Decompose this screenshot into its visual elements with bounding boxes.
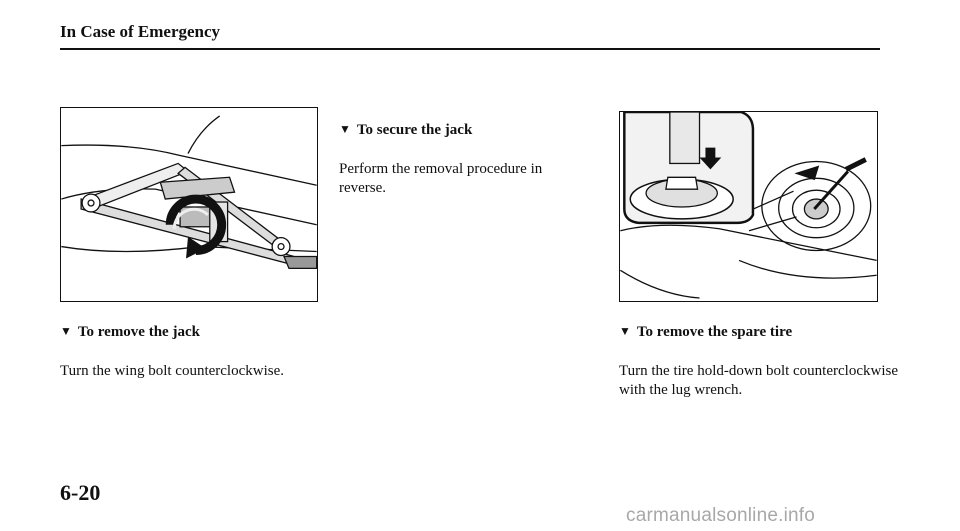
header-rule [60,48,880,50]
jack-illustration [60,107,318,302]
section-heading-text: To remove the spare tire [636,324,793,340]
section-text-remove-spare-tire: Turn the tire hold-down bolt countercloc… [619,363,898,398]
bolt-callout-inset [623,112,755,225]
section-heading-remove-jack: ▼ To remove the jack [60,324,200,341]
triangle-marker-icon: ▼ [60,324,72,338]
section-heading-text: To remove the jack [77,324,200,340]
section-heading-secure-jack: ▼ To secure the jack [339,122,472,139]
section-text-remove-jack: Turn the wing bolt counterclockwise. [60,363,284,379]
rotation-arrow-icon [165,194,227,259]
page-number: 6-20 [60,480,101,505]
section-heading-remove-spare-tire: ▼ To remove the spare tire [619,324,792,341]
jack-drawing [61,115,317,269]
down-arrow-icon [699,147,722,170]
section-heading-text: To secure the jack [356,122,473,138]
section-text-secure-jack: Perform the removal procedure in reverse… [339,161,543,196]
triangle-marker-icon: ▼ [339,122,351,136]
page-header-title: In Case of Emergency [60,22,221,41]
triangle-marker-icon: ▼ [619,324,631,338]
spare-tire-drawing [620,112,877,299]
spare-tire-illustration [619,111,878,302]
watermark: carmanualsonline.info [626,505,816,526]
